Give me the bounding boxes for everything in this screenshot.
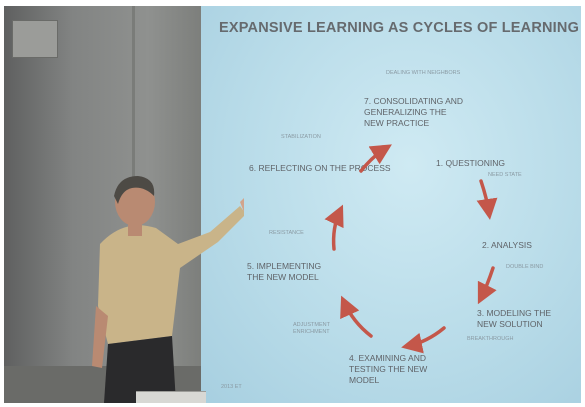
arrow-5-to-6 (324, 204, 344, 251)
footer-note: 2013 ET (221, 384, 242, 390)
arrow-1-to-2 (476, 179, 498, 220)
sublabel-breakthrough: BREAKTHROUGH (467, 336, 514, 342)
step-2-label: 2. ANALYSIS (482, 240, 532, 250)
wall-panel (12, 20, 58, 58)
sublabel-top: DEALING WITH NEIGHBORS (386, 70, 461, 76)
slide-title: EXPANSIVE LEARNING AS CYCLES OF LEARNING… (219, 20, 581, 36)
projection-screen: EXPANSIVE LEARNING AS CYCLES OF LEARNING… (201, 6, 581, 403)
sublabel-double-bind: DOUBLE BIND (506, 264, 544, 270)
cycle-arrows (324, 144, 498, 354)
step-7-label: 7. CONSOLIDATING AND GENERALIZING THE NE… (364, 96, 464, 128)
photo: EXPANSIVE LEARNING AS CYCLES OF LEARNING… (4, 6, 581, 403)
sublabel-resistance: RESISTANCE (269, 230, 304, 236)
arrow-4-to-5 (340, 295, 373, 338)
presenter (92, 176, 244, 403)
step-1-label: 1. QUESTIONING (436, 158, 505, 168)
step-6-label: 6. REFLECTING ON THE PROCESS (249, 163, 391, 173)
arrow-6-to-7 (359, 144, 392, 173)
arrow-3-to-4 (401, 326, 446, 354)
step-3-label: 3. MODELING THE NEW SOLUTION (477, 308, 551, 329)
sublabel-adjustment: ADJUSTMENT ENRICHMENT (293, 322, 330, 335)
sublabel-stabilization: STABILIZATION (281, 134, 321, 140)
table-edge (136, 391, 206, 403)
sublabel-need-state: NEED STATE (488, 172, 522, 178)
step-5-label: 5. IMPLEMENTING THE NEW MODEL (247, 261, 322, 282)
arrow-2-to-3 (477, 266, 497, 305)
step-4-label: 4. EXAMINING AND TESTING THE NEW MODEL (349, 353, 428, 385)
